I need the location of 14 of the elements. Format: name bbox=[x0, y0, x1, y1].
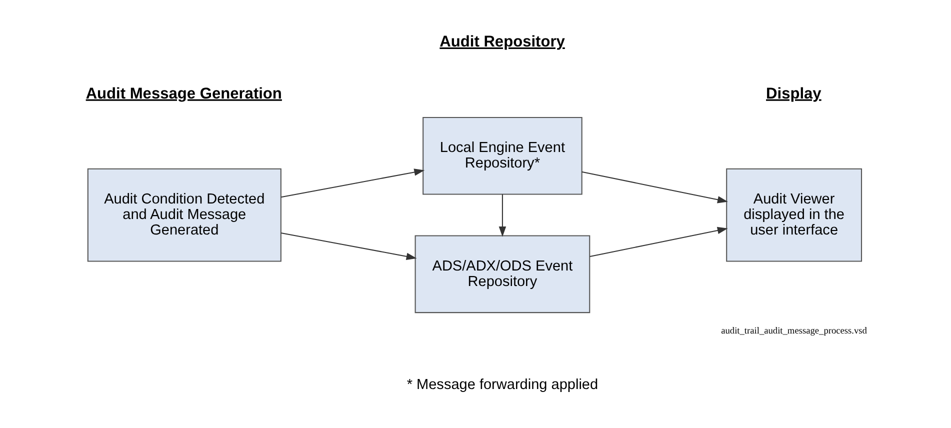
arrow bbox=[589, 226, 728, 258]
label: audit_trail_audit_message_process.vsd bbox=[720, 326, 866, 337]
node-box: ADS/ADX/ODS Event Repository bbox=[414, 235, 590, 314]
label: * Message forwarding applied bbox=[406, 377, 598, 394]
arrow bbox=[498, 194, 506, 237]
node-box: Local Engine Event Repository* bbox=[422, 116, 582, 195]
label: Audit Repository bbox=[439, 33, 564, 50]
label: Display bbox=[766, 85, 821, 102]
arrow bbox=[581, 171, 728, 204]
arrow bbox=[280, 168, 424, 198]
node-box: Audit Condition Detected and Audit Message Generated bbox=[86, 168, 281, 262]
arrow bbox=[280, 232, 416, 260]
node-box: Audit Viewer displayed in the user interface bbox=[726, 168, 862, 262]
label: Audit Message Generation bbox=[85, 85, 282, 102]
